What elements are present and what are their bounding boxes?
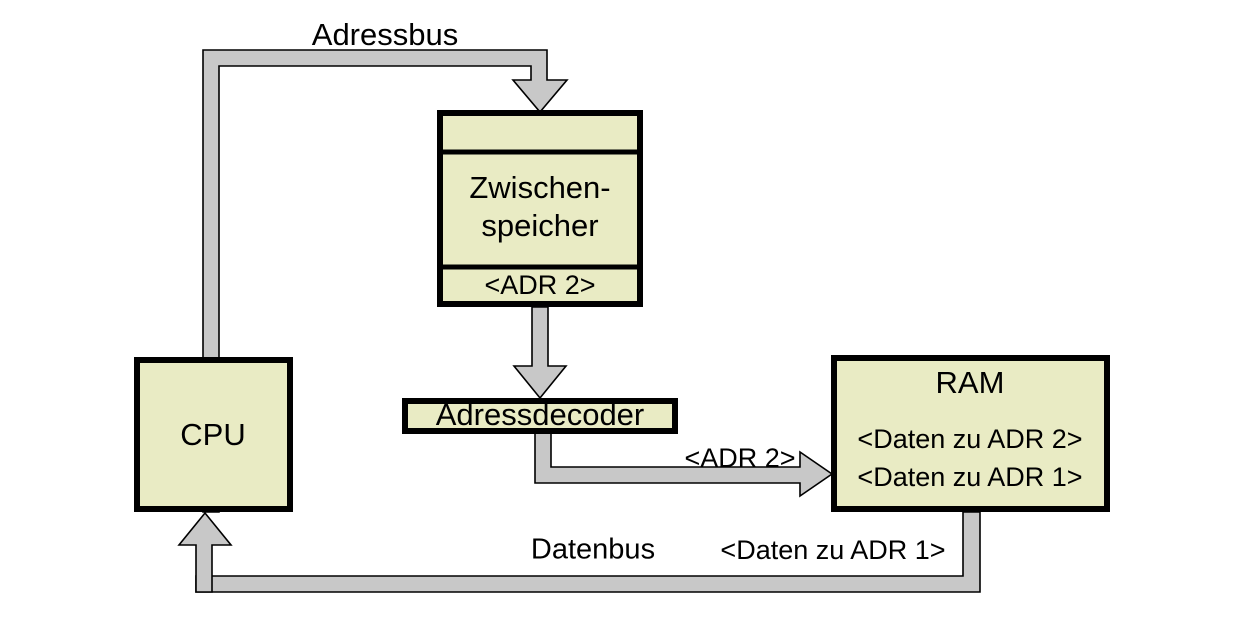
zwischenspeicher-label-line2: speicher — [481, 208, 598, 243]
datenbus-label: Datenbus — [531, 534, 655, 566]
adressbus-path — [202, 49, 569, 513]
zwischenspeicher-adr-value: <ADR 2> — [484, 270, 595, 300]
cpu-box[interactable]: CPU — [134, 357, 293, 512]
adressdecoder-label: Adressdecoder — [436, 397, 645, 432]
adr2-to-ram-label: <ADR 2> — [684, 443, 795, 473]
zwischenspeicher-to-decoder-bus — [512, 306, 568, 400]
ram-data-line1: <Daten zu ADR 2> — [857, 424, 1082, 454]
ram-data-line2: <Daten zu ADR 1> — [857, 462, 1082, 492]
zwischenspeicher-label-line1: Zwischen- — [469, 170, 610, 205]
ram-box[interactable]: RAM <Daten zu ADR 2> <Daten zu ADR 1> — [831, 355, 1110, 512]
adressdecoder-box[interactable]: Adressdecoder — [402, 397, 678, 434]
decoder-to-ram-bus — [534, 431, 834, 498]
cpu-label: CPU — [180, 417, 245, 452]
ram-title: RAM — [936, 365, 1005, 400]
zwischenspeicher-box[interactable]: Zwischen- speicher <ADR 2> — [437, 110, 643, 307]
adressbus-label: Adressbus — [312, 17, 458, 52]
daten-zu-adr1-label: <Daten zu ADR 1> — [720, 535, 945, 565]
